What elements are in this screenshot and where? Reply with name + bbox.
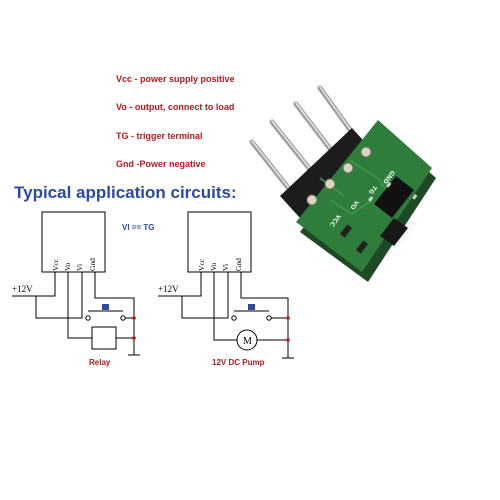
switch-button bbox=[102, 304, 109, 310]
vo-wire bbox=[67, 272, 92, 339]
gnd-wire bbox=[240, 272, 289, 358]
circuit-left: Vcc Vo Vi Gnd +12V Relay bbox=[12, 211, 140, 367]
legend-vcc: Vcc - power supply positive bbox=[116, 74, 235, 84]
pin-label-gnd: Gnd bbox=[88, 258, 97, 271]
vcc-wire bbox=[158, 272, 202, 297]
pcb-board bbox=[296, 120, 432, 272]
supply-label: +12V bbox=[12, 284, 33, 294]
pump-label: 12V DC Pump bbox=[212, 358, 265, 367]
module-box bbox=[41, 211, 106, 273]
switch-supply-wire bbox=[181, 272, 229, 319]
gnd-wire bbox=[94, 272, 135, 355]
legend-tg: TG - trigger terminal bbox=[116, 131, 203, 141]
pin-label-gnd: Gnd bbox=[234, 258, 243, 271]
board-tg-label: TG bbox=[367, 184, 378, 195]
pin-label-vcc: Vcc bbox=[197, 258, 206, 271]
ic-chip bbox=[374, 176, 414, 218]
pin-label-vcc: Vcc bbox=[51, 258, 60, 271]
motor-letter: M bbox=[243, 336, 252, 347]
vi-note: VI == TG bbox=[122, 223, 155, 232]
legend-vo: Vo - output, connect to load bbox=[116, 102, 235, 112]
switch-supply-wire bbox=[35, 272, 83, 319]
legend-gnd: Gnd -Power negative bbox=[116, 159, 206, 169]
pin-label-vi: Vi bbox=[75, 264, 84, 271]
switch-contact-left bbox=[231, 315, 237, 321]
board-vo-label: VO bbox=[348, 199, 359, 211]
module-box bbox=[187, 211, 252, 273]
pin-label-vo: Vo bbox=[209, 263, 218, 271]
vcc-wire bbox=[12, 272, 56, 297]
switch-contact-right bbox=[120, 315, 126, 321]
switch-button bbox=[248, 304, 255, 310]
circuit-right: Vcc Vo Vi Gnd +12V M 12V DC Pump bbox=[158, 211, 294, 367]
transistor bbox=[380, 218, 408, 246]
pin-label-vi: Vi bbox=[221, 264, 230, 271]
pcb-module: KY002S GND TG VO VCC bbox=[249, 85, 436, 282]
pin-label-vo: Vo bbox=[63, 263, 72, 271]
relay-label: Relay bbox=[89, 358, 111, 367]
page-heading: Typical application circuits: bbox=[14, 183, 237, 202]
switch-contact-right bbox=[266, 315, 272, 321]
relay-box bbox=[91, 326, 117, 350]
supply-label: +12V bbox=[158, 284, 179, 294]
vo-wire bbox=[213, 272, 237, 341]
switch-contact-left bbox=[85, 315, 91, 321]
header-plastic bbox=[280, 128, 372, 218]
